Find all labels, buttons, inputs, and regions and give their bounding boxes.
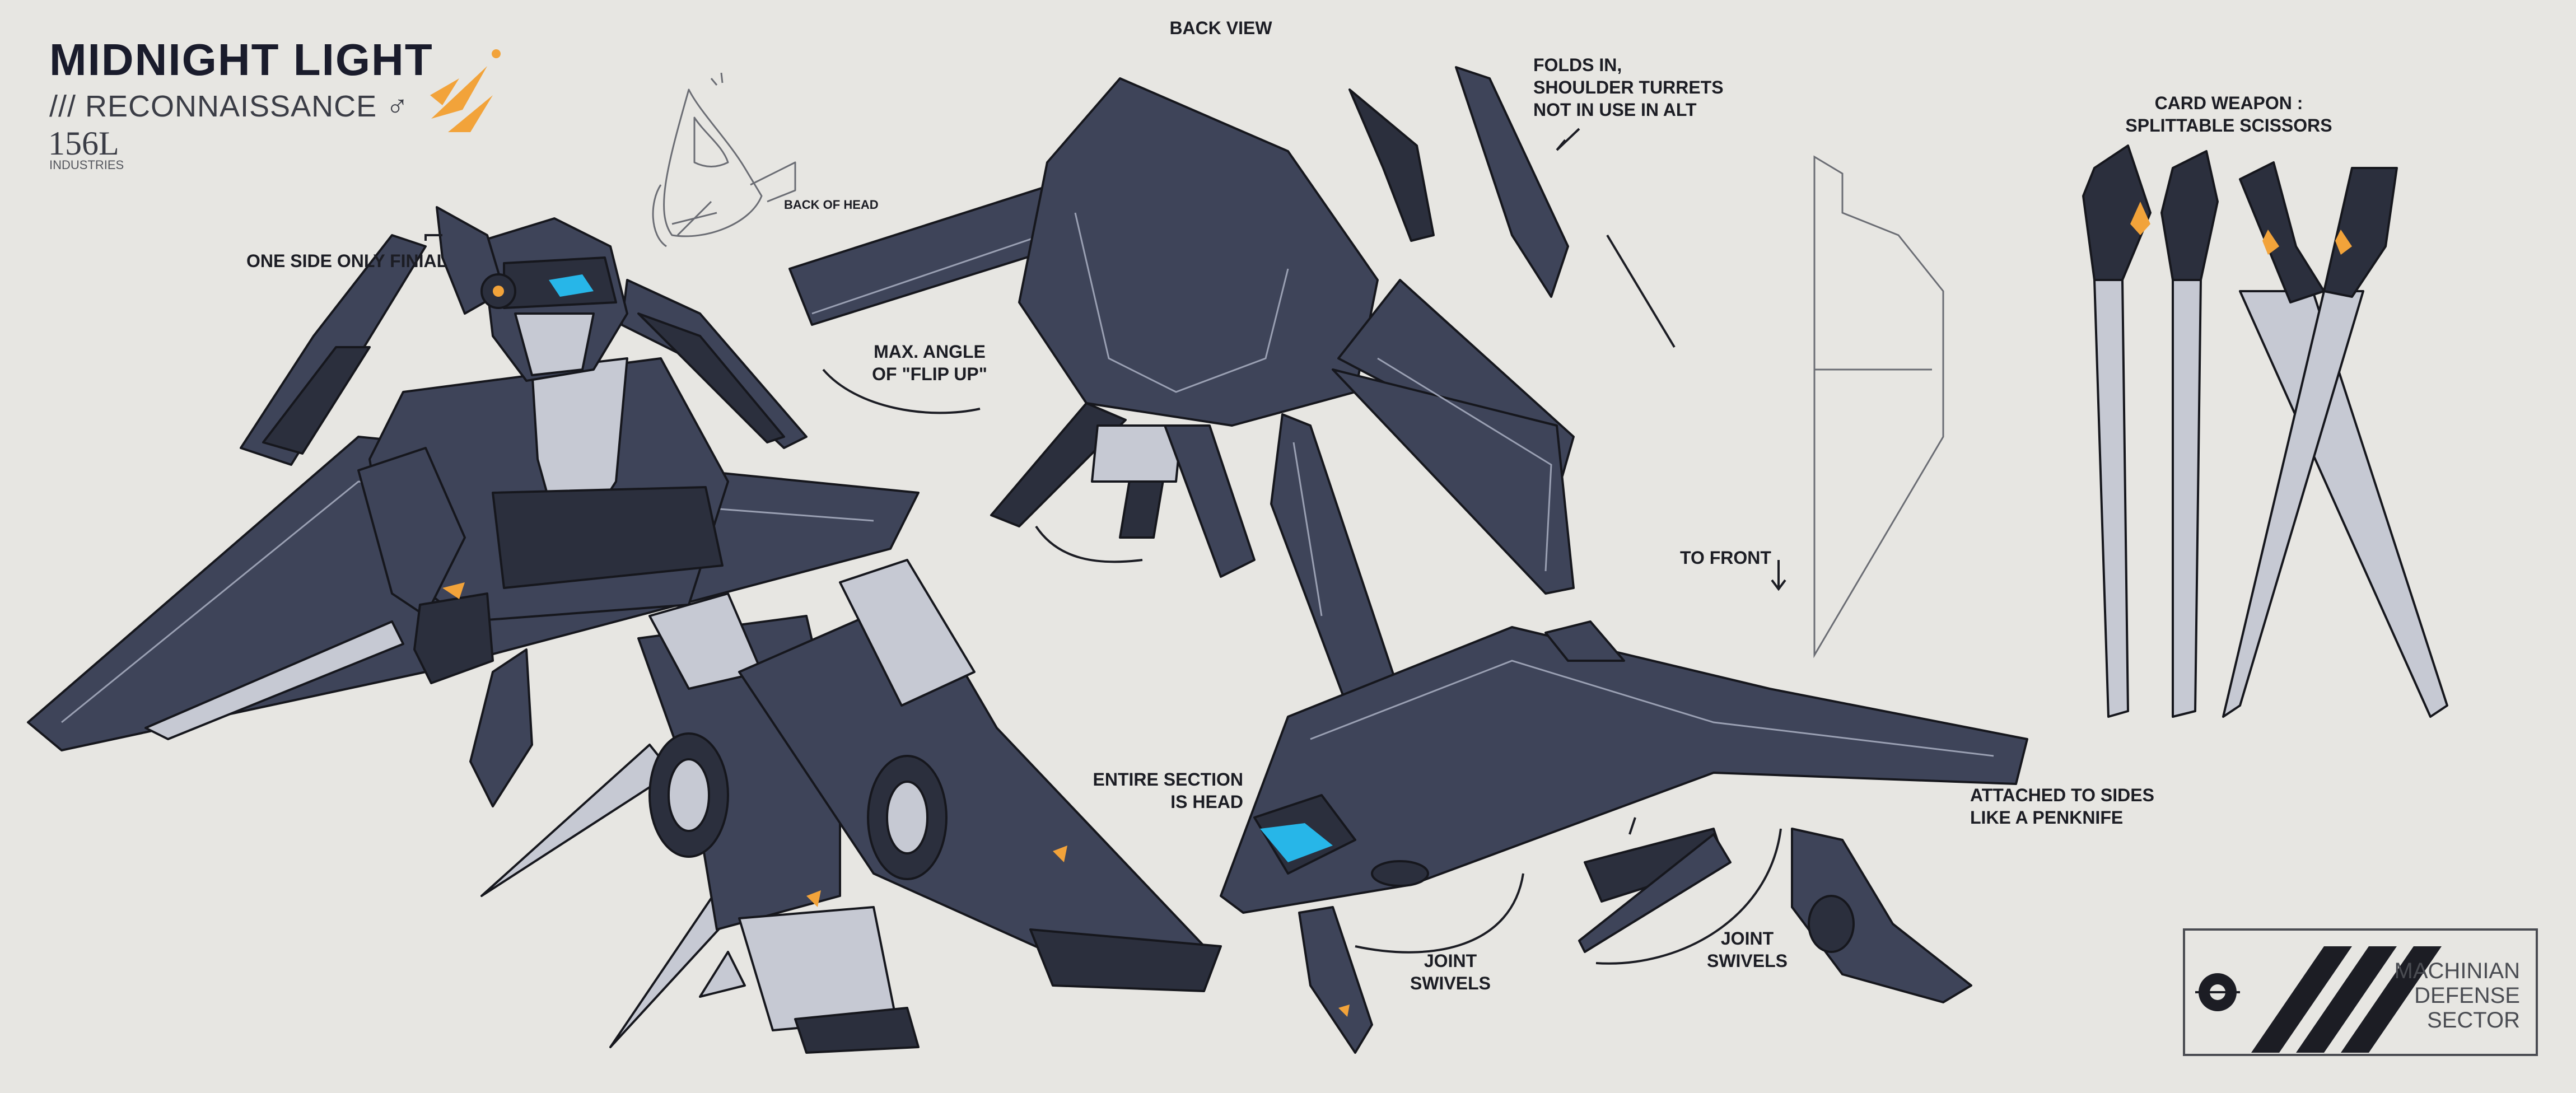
wing-panel-sketch: [1813, 155, 1944, 658]
label-folds-in: FOLDS IN, SHOULDER TURRETS NOT IN USE IN…: [1533, 55, 1724, 120]
label-joint-swivels-2: JOINT SWIVELS: [1706, 928, 1788, 971]
back-of-head-sketch: [652, 72, 796, 247]
label-max-angle: MAX. ANGLE OF "FLIP UP": [872, 342, 987, 384]
sheet-title: MIDNIGHT LIGHT: [49, 35, 433, 85]
label-back-view: BACK VIEW: [1169, 18, 1272, 38]
scissors-weapon-drawing: [2082, 144, 2448, 718]
label-back-of-head: BACK OF HEAD: [784, 198, 879, 212]
vehicle-mode-figure: [1220, 413, 2028, 1054]
machinian-defense-sector-logo: [2183, 928, 2538, 1056]
label-entire-section-is-head: ENTIRE SECTION IS HEAD: [1093, 769, 1243, 812]
robot-mode-figure: [27, 206, 1222, 1054]
logo-wordmark: MACHINIAN DEFENSE SECTOR: [2394, 959, 2520, 1033]
label-to-front: TO FRONT: [1680, 548, 1771, 568]
label-one-side-only-finial: ONE SIDE ONLY FINIAL: [246, 251, 448, 271]
back-view-figure: [788, 66, 1575, 595]
label-joint-swivels-1: JOINT SWIVELS: [1410, 951, 1491, 993]
class-subtitle: /// RECONNAISSANCE ♂: [49, 90, 409, 123]
faction-emblem-icon: [430, 49, 501, 132]
label-attached-to-sides: ATTACHED TO SIDES LIKE A PENKNIFE: [1970, 785, 2154, 828]
maker-company: INDUSTRIES: [49, 158, 124, 172]
annotation-arrows: [424, 128, 1786, 965]
label-card-weapon: CARD WEAPON : SPLITTABLE SCISSORS: [2125, 93, 2332, 136]
maker-serial: 156L: [48, 125, 119, 162]
